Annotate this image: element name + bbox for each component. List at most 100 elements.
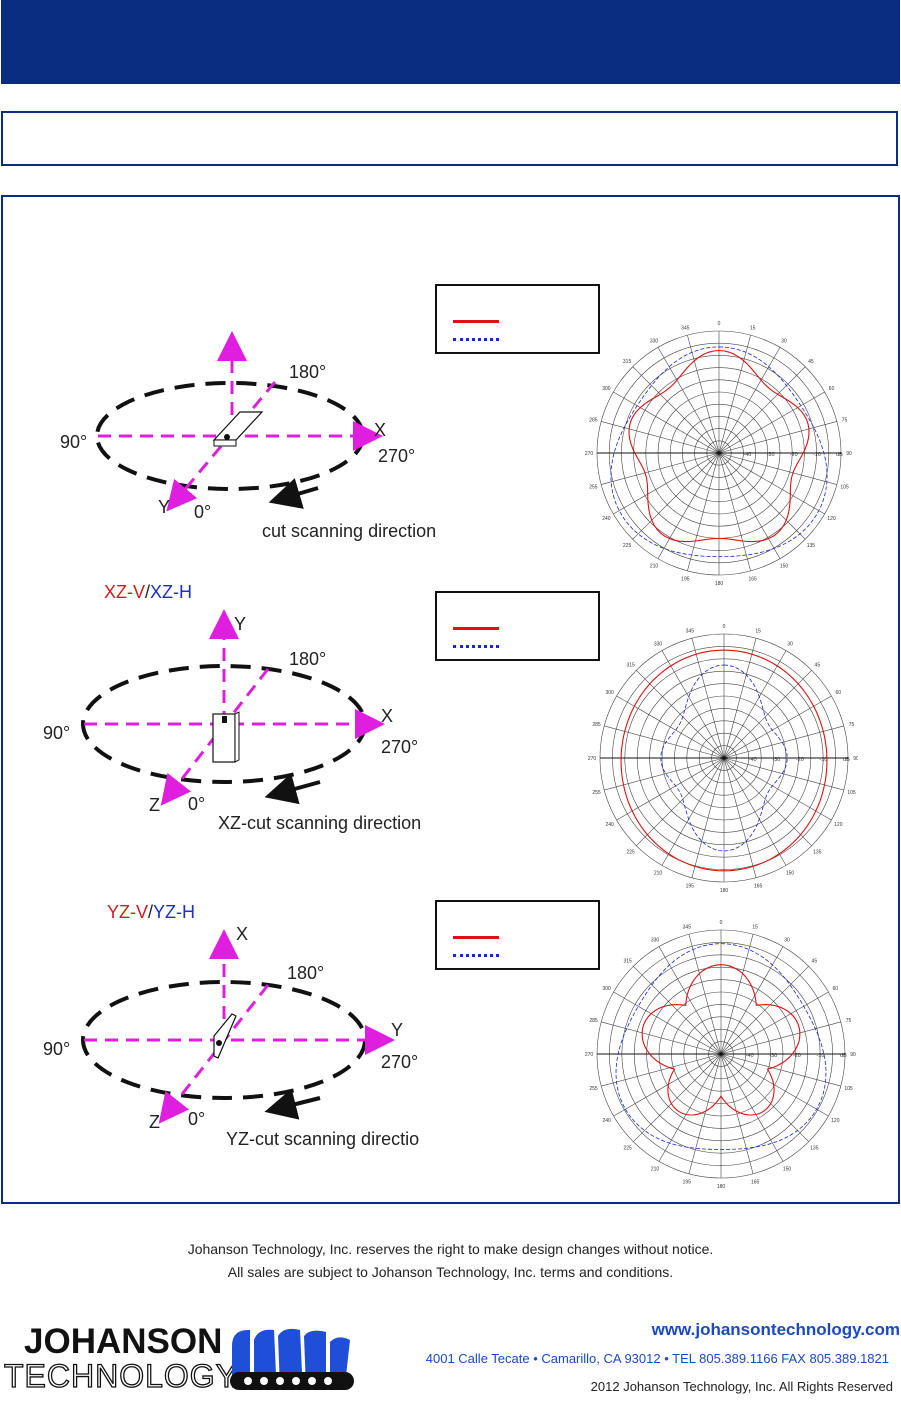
polar-grid-spoke	[601, 421, 720, 454]
polar-trace-vertical	[641, 964, 801, 1116]
website-link[interactable]: www.johansontechnology.com	[651, 1320, 900, 1339]
legend-vertical-swatch	[453, 936, 499, 939]
diag-axis-label: Y	[158, 497, 171, 517]
polar-angle-label: 225	[623, 1145, 632, 1151]
polar-grid-spoke	[718, 452, 781, 559]
polar-trace-horizontal	[610, 346, 828, 558]
scan-direction-label: YZ-cut scanning directio	[226, 1129, 420, 1149]
polar-grid-spoke	[613, 391, 720, 454]
polar-grid-spoke	[636, 670, 725, 759]
scan-direction-label: cut scanning direction	[262, 521, 437, 541]
legend-horizontal-swatch	[453, 338, 499, 341]
polar-grid-spoke	[632, 366, 720, 454]
diag-axis-label: Z	[149, 1112, 160, 1132]
header-bar	[1, 0, 900, 84]
polar-angle-label: 45	[815, 663, 821, 669]
deg-90-label: 90°	[43, 723, 71, 743]
polar-grid-spoke	[718, 335, 751, 454]
polar-angle-label: 255	[589, 485, 598, 491]
legend-vertical-swatch	[453, 627, 499, 630]
polar-radial-label: -20	[793, 1053, 801, 1059]
legend-horizontal-swatch	[453, 954, 499, 957]
polar-grid-spoke	[687, 452, 720, 571]
polar-angle-label: 240	[602, 516, 611, 522]
polar-angle-label: 330	[654, 642, 663, 648]
polar-angle-label: 270	[588, 756, 597, 762]
polar-radial-label: -40	[746, 1053, 754, 1059]
polar-trace-vertical	[620, 649, 828, 872]
polar-grid-spoke	[720, 966, 809, 1055]
deg-0-label: 0°	[188, 794, 206, 814]
polar-radial-label: -20	[790, 452, 798, 458]
polar-plot-1: 0153045607590105120135150165180195210225…	[585, 321, 852, 587]
polar-grid-spoke	[688, 1053, 722, 1174]
polar-grid-spoke	[720, 1053, 754, 1174]
cut-title: YZ-V/YZ-H	[107, 902, 196, 922]
polar-radial-label: dB	[836, 452, 843, 458]
polar-angle-label: 300	[602, 386, 611, 392]
polar-grid-spoke	[657, 452, 720, 559]
deg-270-label: 270°	[381, 1052, 419, 1072]
polar-angle-label: 90	[846, 451, 852, 457]
polar-angle-label: 225	[623, 543, 632, 549]
polar-grid-spoke	[718, 366, 806, 454]
polar-angle-label: 270	[585, 451, 594, 457]
polar-angle-label: 105	[840, 485, 849, 491]
polar-angle-label: 270	[585, 1052, 594, 1058]
right-axis-label: X	[381, 706, 394, 726]
polar-radial-label: -30	[769, 1053, 777, 1059]
polar-angle-label: 180	[720, 888, 729, 894]
polar-grid-spoke	[687, 335, 720, 454]
polar-angle-label: 195	[681, 577, 690, 583]
polar-angle-label: 255	[592, 790, 601, 796]
polar-angle-label: 315	[623, 359, 632, 365]
polar-grid-spoke	[718, 452, 825, 515]
up-axis-label: Y	[234, 614, 247, 634]
polar-angle-label: 75	[849, 722, 855, 728]
polar-radial-label: -30	[772, 757, 780, 763]
right-axis-label: Y	[391, 1020, 404, 1040]
polar-angle-label: 255	[589, 1086, 598, 1092]
polar-grid-spoke	[723, 650, 787, 759]
polar-angle-label: 15	[755, 628, 761, 634]
cut-title: XZ-V/XZ-H	[104, 582, 193, 602]
polar-radial-label: -20	[796, 757, 804, 763]
polar-angle-label: 285	[589, 417, 598, 423]
polar-angle-label: 165	[754, 884, 763, 890]
polar-angle-label: 285	[592, 722, 601, 728]
polar-angle-label: 315	[623, 959, 632, 965]
polar-grid-spoke	[688, 934, 722, 1055]
logo-text-bottom: TECHNOLOGY	[3, 1357, 239, 1394]
legend-box	[435, 900, 600, 970]
polar-angle-label: 285	[589, 1018, 598, 1024]
polar-center	[722, 756, 726, 760]
polar-angle-label: 195	[686, 884, 695, 890]
polar-angle-label: 135	[807, 543, 816, 549]
polar-angle-label: 300	[606, 690, 615, 696]
polar-angle-label: 90	[850, 1052, 856, 1058]
polar-angle-label: 210	[650, 564, 659, 570]
company-logo-icon	[230, 1328, 354, 1390]
deg-0-label: 0°	[188, 1109, 206, 1129]
polar-grid-spoke	[616, 695, 725, 759]
polar-grid-spoke	[720, 1053, 784, 1162]
polar-angle-label: 60	[833, 986, 839, 992]
polar-grid-spoke	[604, 757, 725, 791]
polar-trace-horizontal	[615, 943, 827, 1150]
polar-angle-label: 135	[810, 1145, 819, 1151]
subtitle-box	[1, 111, 898, 166]
polar-angle-label: 0	[720, 920, 723, 926]
deg-180-label: 180°	[289, 649, 327, 669]
deg-0-label: 0°	[194, 502, 212, 522]
polar-grid-spoke	[720, 934, 754, 1055]
polar-grid-spoke	[723, 757, 757, 878]
polar-radial-label: -40	[749, 757, 757, 763]
polar-angle-label: 150	[783, 1166, 792, 1172]
polar-grid-spoke	[723, 757, 844, 791]
polar-angle-label: 0	[723, 624, 726, 630]
polar-center	[717, 451, 721, 455]
logo-text-top: JOHANSON	[24, 1322, 223, 1361]
polar-grid-spoke	[720, 1053, 809, 1142]
polar-grid-spoke	[633, 1053, 722, 1142]
polar-angle-label: 210	[651, 1166, 660, 1172]
